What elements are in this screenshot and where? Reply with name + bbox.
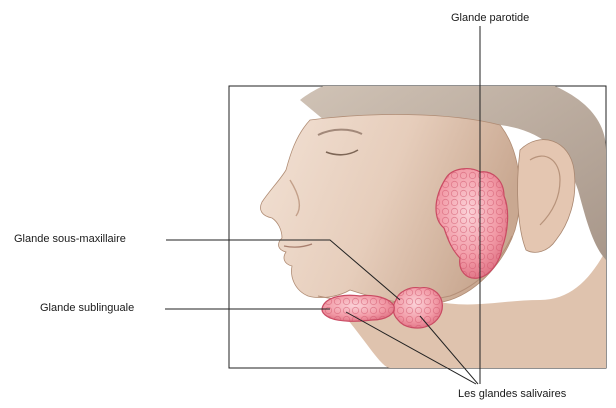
- sublingual-gland: [322, 295, 394, 321]
- sublingual-gland-label: Glande sublinguale: [40, 302, 134, 315]
- submandibular-gland: [393, 288, 442, 328]
- salivary-glands-caption: Les glandes salivaires: [458, 388, 566, 401]
- submandibular-gland-label: Glande sous-maxillaire: [14, 233, 126, 246]
- parotid-gland-label: Glande parotide: [451, 12, 529, 25]
